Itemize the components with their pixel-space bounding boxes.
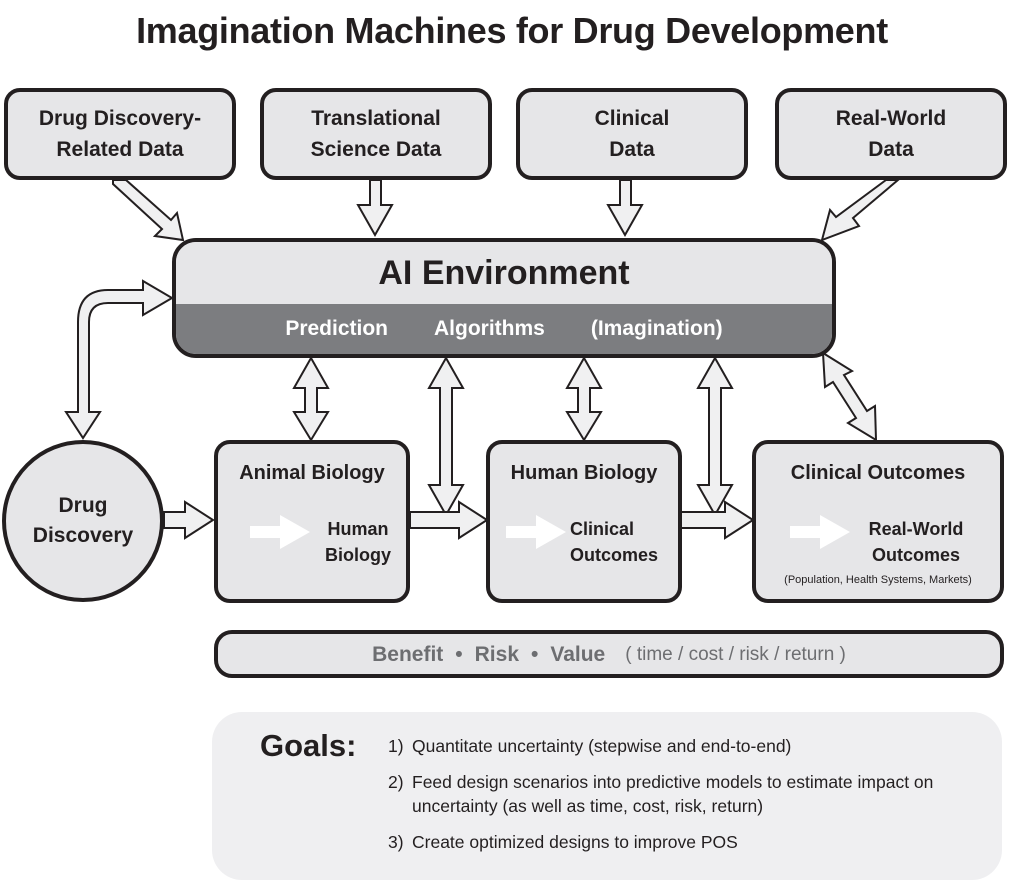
stage-subtitle: Real-World Outcomes: [856, 516, 976, 568]
white-right-arrow-icon: [250, 515, 310, 549]
stage-subtitle-line1: Real-World: [868, 519, 964, 539]
stage-subtitle: Human Biology: [314, 516, 402, 568]
arrow-translational-data-to-ai: [356, 179, 394, 238]
goal-item: 2) Feed design scenarios into predictive…: [388, 770, 988, 818]
source-label-line1: Drug Discovery-: [38, 107, 202, 130]
stage-animal-biology: Animal Biology Human Biology: [214, 440, 410, 603]
ai-environment-title: AI Environment: [176, 242, 832, 304]
arrow-ai-clinical-outcomes: [821, 351, 878, 442]
goal-text: Feed design scenarios into predictive mo…: [412, 772, 934, 816]
stage-subtitle: Clinical Outcomes: [570, 516, 674, 568]
component-algorithms: Algorithms: [434, 316, 545, 340]
arrow-drug-discovery-data-to-ai: [112, 179, 185, 242]
term-value: Value: [550, 642, 606, 666]
separator-dot: •: [455, 642, 463, 666]
arrow-clinical-data-to-ai: [606, 179, 644, 238]
source-clinical-data: Clinical Data: [516, 88, 748, 180]
stage-subtitle-line2: Outcomes: [871, 545, 961, 565]
ai-environment-components: Prediction Algorithms (Imagination): [176, 304, 832, 354]
stage-title: Human Biology: [510, 462, 658, 484]
stage-title: Clinical Outcomes: [790, 462, 966, 484]
white-right-arrow-icon: [506, 515, 566, 549]
arrow-ai-to-animal-human-link: [427, 355, 465, 518]
source-label-line2: Data: [868, 138, 914, 161]
source-real-world-data: Real-World Data: [775, 88, 1007, 180]
goals-list: 1) Quantitate uncertainty (stepwise and …: [388, 734, 988, 866]
stage-clinical-outcomes: Clinical Outcomes Real-World Outcomes (P…: [752, 440, 1004, 603]
source-drug-discovery-data: Drug Discovery- Related Data: [4, 88, 236, 180]
drug-discovery-line1: Drug: [58, 494, 108, 517]
source-label-line1: Clinical: [594, 107, 670, 130]
page-title: Imagination Machines for Drug Developmen…: [136, 10, 888, 51]
separator-dot: •: [531, 642, 539, 666]
goal-number: 2): [388, 772, 404, 792]
goals-panel: Goals: 1) Quantitate uncertainty (stepwi…: [212, 712, 1002, 880]
source-translational-science-data: Translational Science Data: [260, 88, 492, 180]
stage-note: (Population, Health Systems, Markets): [784, 574, 972, 586]
goal-text: Quantitate uncertainty (stepwise and end…: [412, 736, 792, 756]
white-right-arrow-icon: [790, 515, 850, 549]
source-label-line2: Data: [609, 138, 655, 161]
goal-item: 1) Quantitate uncertainty (stepwise and …: [388, 734, 988, 758]
drug-discovery-line2: Discovery: [32, 524, 134, 547]
source-label-line1: Translational: [311, 107, 441, 130]
arrow-drug-discovery-to-animal-biology: [163, 500, 215, 540]
stage-title: Animal Biology: [239, 462, 385, 484]
arrow-ai-animal-biology: [292, 355, 330, 442]
goal-number: 3): [388, 832, 404, 852]
arrow-human-biology-to-clinical-outcomes: [680, 500, 755, 540]
ai-environment: AI Environment Prediction Algorithms (Im…: [172, 238, 836, 358]
component-prediction: Prediction: [285, 316, 388, 340]
drug-discovery-node: Drug Discovery: [2, 440, 164, 602]
goals-label: Goals:: [260, 728, 357, 763]
stage-subtitle-line1: Human: [327, 519, 389, 539]
arrow-ai-to-human-clinical-link: [696, 355, 734, 518]
source-label-line1: Real-World: [835, 107, 947, 130]
goal-text: Create optimized designs to improve POS: [412, 832, 738, 852]
stage-human-biology: Human Biology Clinical Outcomes: [486, 440, 682, 603]
goal-item: 3) Create optimized designs to improve P…: [388, 830, 988, 854]
stage-subtitle-line2: Outcomes: [570, 545, 659, 565]
term-benefit: Benefit: [372, 642, 444, 666]
arrow-real-world-data-to-ai: [820, 179, 901, 242]
evaluation-dimensions: ( time / cost / risk / return ): [625, 643, 846, 665]
component-imagination: (Imagination): [590, 316, 723, 340]
term-risk: Risk: [474, 642, 519, 666]
source-label-line2: Science Data: [310, 138, 442, 161]
goal-number: 1): [388, 736, 404, 756]
arrow-ai-drug-discovery-loop: [64, 279, 174, 440]
arrow-animal-to-human-biology: [409, 500, 489, 540]
evaluation-bar: Benefit • Risk • Value ( time / cost / r…: [214, 630, 1004, 678]
stage-subtitle-line1: Clinical: [570, 519, 635, 539]
source-label-line2: Related Data: [56, 138, 184, 161]
arrow-ai-human-biology: [565, 355, 603, 442]
stage-subtitle-line2: Biology: [325, 545, 391, 565]
